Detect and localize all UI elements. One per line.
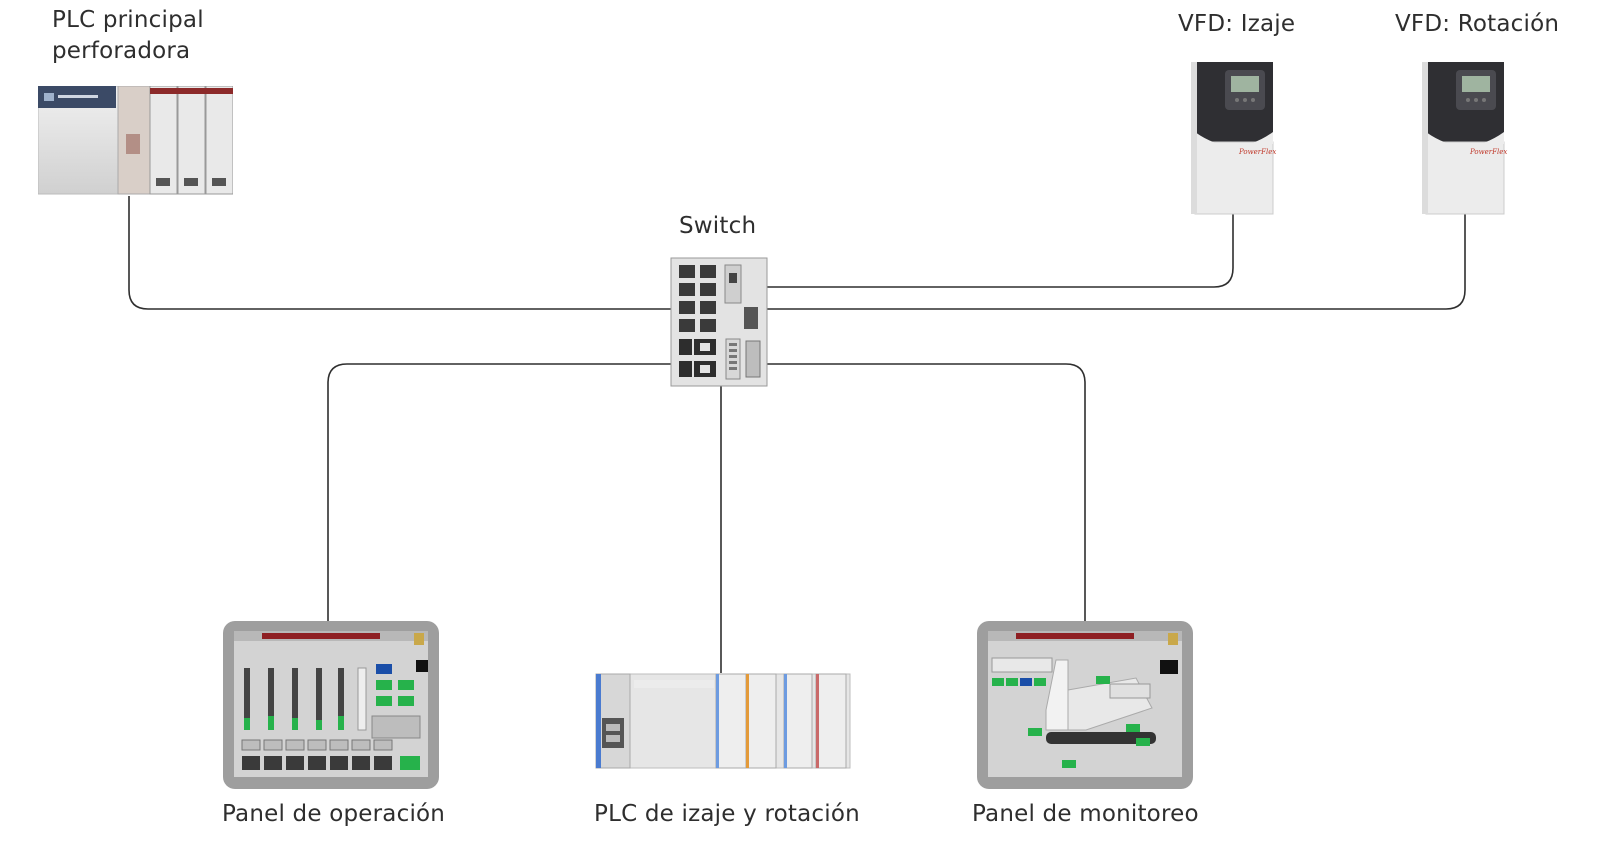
vfd-hoist-drive[interactable]: PowerFlex: [1191, 62, 1277, 216]
operation-panel-hmi[interactable]: [222, 620, 440, 790]
vfd-rotation-brand: PowerFlex: [1469, 148, 1507, 156]
switch-label: Switch: [679, 213, 757, 239]
vfd-rotation-label: VFD: Rotación: [1395, 11, 1560, 37]
ethernet-switch[interactable]: [670, 257, 768, 387]
plc-main-label-line2: perforadora: [52, 38, 191, 64]
monitoring-panel-hmi[interactable]: [976, 620, 1194, 790]
plc-main-chassis[interactable]: [38, 86, 233, 196]
plc-main-label: PLC principal perforadora: [52, 5, 204, 67]
vfd-hoist-brand: PowerFlex: [1238, 148, 1276, 156]
link-switch-to-monitoring-panel: [766, 363, 1086, 621]
link-switch-to-vfd-hoist: [766, 213, 1234, 288]
vfd-rotation-drive[interactable]: PowerFlex: [1422, 62, 1508, 216]
monitoring-panel-label: Panel de monitoreo: [972, 801, 1199, 827]
link-switch-to-operation-panel: [327, 363, 672, 621]
hoist-rotation-plc-chassis[interactable]: [594, 670, 852, 770]
link-switch-to-vfd-rotation: [766, 213, 1466, 310]
hoist-rotation-plc-label: PLC de izaje y rotación: [594, 801, 860, 827]
vfd-hoist-label: VFD: Izaje: [1178, 11, 1296, 37]
link-plc-main-to-switch: [128, 196, 672, 310]
plc-main-label-line1: PLC principal: [52, 7, 204, 33]
operation-panel-label: Panel de operación: [222, 801, 446, 827]
